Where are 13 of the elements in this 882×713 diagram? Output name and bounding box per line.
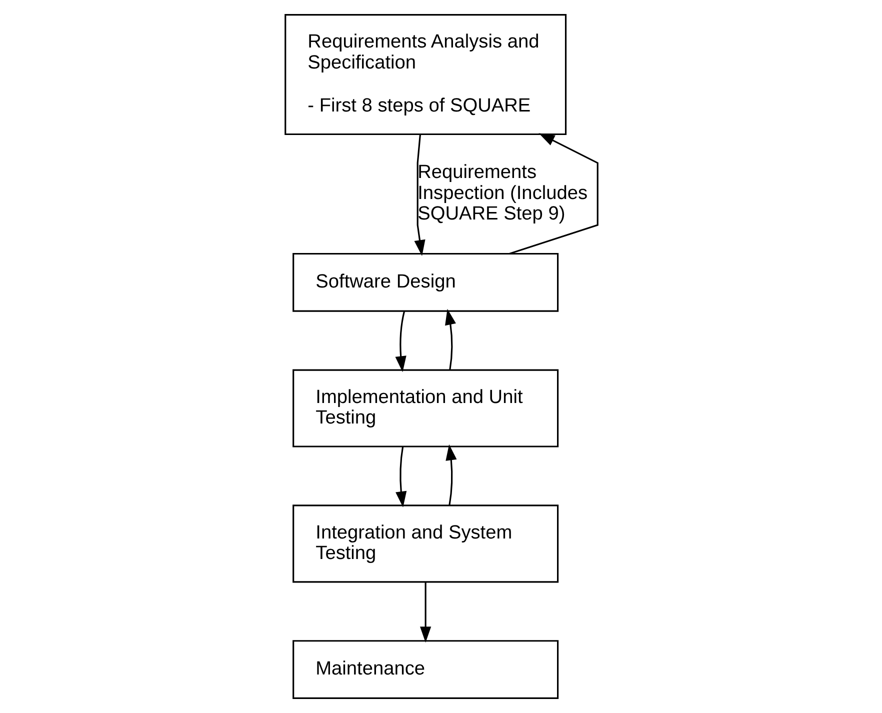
arrow	[445, 444, 456, 506]
node-box: Maintenance	[292, 640, 558, 700]
node-box: Integration and System Testing	[292, 504, 558, 583]
edge-label: Requirements Inspection (Includes SQUARE Step 9)	[417, 162, 588, 225]
arrow	[508, 133, 598, 254]
node-box: Implementation and Unit Testing	[292, 369, 558, 448]
arrow	[414, 134, 425, 256]
arrow	[395, 446, 406, 508]
arrow	[394, 311, 406, 372]
arrow	[419, 582, 431, 643]
node-box: Software Design	[292, 252, 558, 312]
node-box: Requirements Analysis and Specification - First 8 steps of SQUARE	[284, 14, 566, 136]
arrow	[444, 308, 456, 370]
